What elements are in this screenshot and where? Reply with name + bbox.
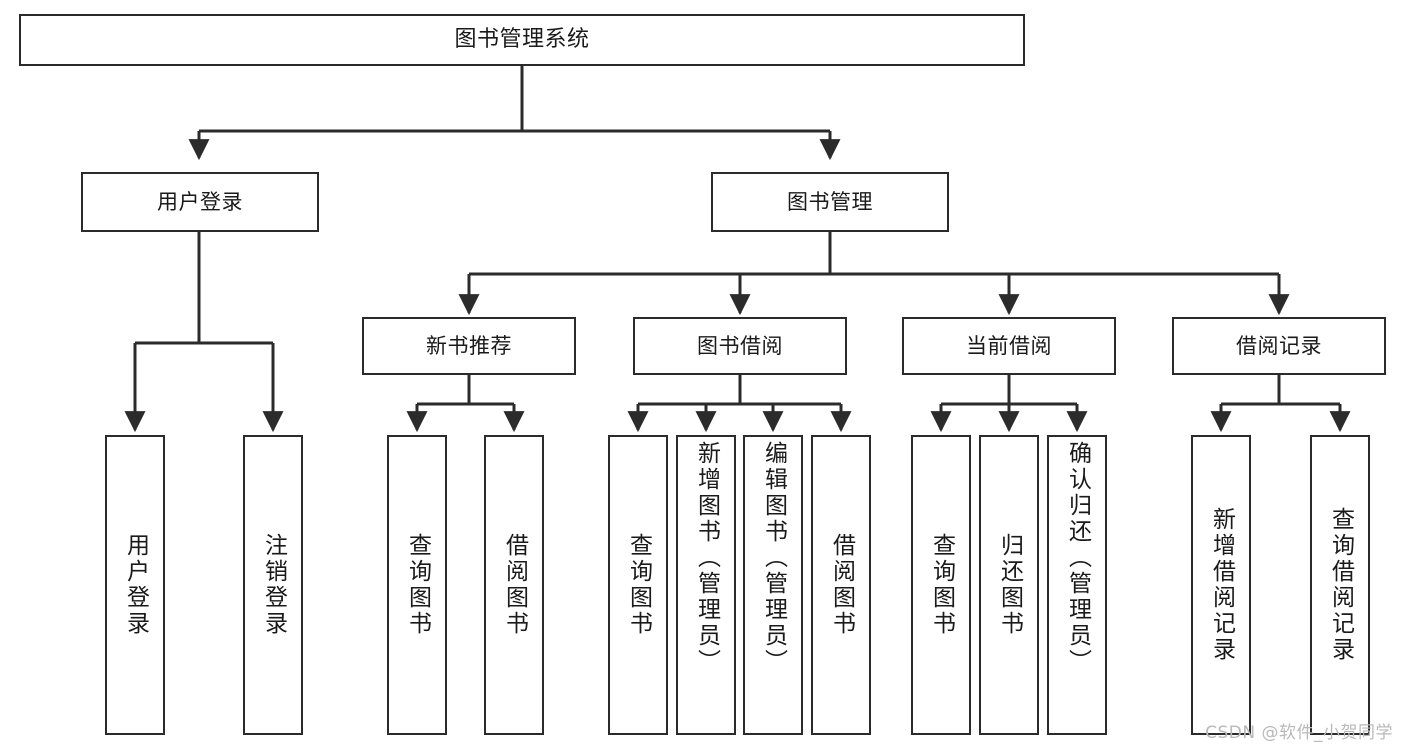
- node-leaf-query-borrow-record[interactable]: 查询借阅记录: [1310, 435, 1370, 735]
- node-label: 查询图书: [928, 533, 955, 637]
- node-label: 新增图书（管理员）: [693, 441, 720, 675]
- node-leaf-add-borrow-record[interactable]: 新增借阅记录: [1191, 435, 1251, 735]
- node-book-borrow[interactable]: 图书借阅: [633, 317, 847, 375]
- node-label: 图书管理: [787, 189, 873, 214]
- node-leaf-confirm-return[interactable]: 确认归还（管理员）: [1047, 435, 1107, 735]
- node-book-management[interactable]: 图书管理: [711, 172, 949, 232]
- node-borrow-record[interactable]: 借阅记录: [1172, 317, 1386, 375]
- node-label: 借阅图书: [501, 533, 528, 637]
- node-label: 图书管理系统: [454, 27, 590, 53]
- node-leaf-query-book-1[interactable]: 查询图书: [387, 435, 447, 735]
- node-label: 确认归还（管理员）: [1064, 441, 1091, 675]
- node-label: 查询图书: [404, 533, 431, 637]
- node-leaf-query-book-2[interactable]: 查询图书: [608, 435, 668, 735]
- node-label: 借阅记录: [1236, 333, 1322, 358]
- node-leaf-user-login[interactable]: 用户登录: [105, 435, 165, 735]
- node-label: 新增借阅记录: [1208, 507, 1235, 663]
- node-leaf-borrow-book-2[interactable]: 借阅图书: [811, 435, 871, 735]
- watermark-text: CSDN @软件_小贺同学: [1205, 723, 1393, 743]
- node-label: 图书借阅: [697, 333, 783, 358]
- node-label: 用户登录: [157, 189, 243, 214]
- node-leaf-logout-login[interactable]: 注销登录: [243, 435, 303, 735]
- node-leaf-return-book[interactable]: 归还图书: [979, 435, 1039, 735]
- node-label: 借阅图书: [828, 533, 855, 637]
- node-label: 注销登录: [260, 533, 287, 637]
- node-leaf-add-book[interactable]: 新增图书（管理员）: [676, 435, 736, 735]
- node-root-book-management-system[interactable]: 图书管理系统: [19, 14, 1025, 66]
- node-label: 查询图书: [625, 533, 652, 637]
- node-new-book-recommend[interactable]: 新书推荐: [362, 317, 576, 375]
- node-leaf-query-book-3[interactable]: 查询图书: [911, 435, 971, 735]
- node-label: 归还图书: [996, 533, 1023, 637]
- node-current-borrow[interactable]: 当前借阅: [902, 317, 1116, 375]
- node-label: 用户登录: [122, 533, 149, 637]
- node-leaf-borrow-book-1[interactable]: 借阅图书: [484, 435, 544, 735]
- node-leaf-edit-book[interactable]: 编辑图书（管理员）: [743, 435, 803, 735]
- node-label: 查询借阅记录: [1327, 507, 1354, 663]
- node-label: 新书推荐: [426, 333, 512, 358]
- node-user-login[interactable]: 用户登录: [81, 172, 319, 232]
- node-label: 编辑图书（管理员）: [760, 441, 787, 675]
- node-label: 当前借阅: [966, 333, 1052, 358]
